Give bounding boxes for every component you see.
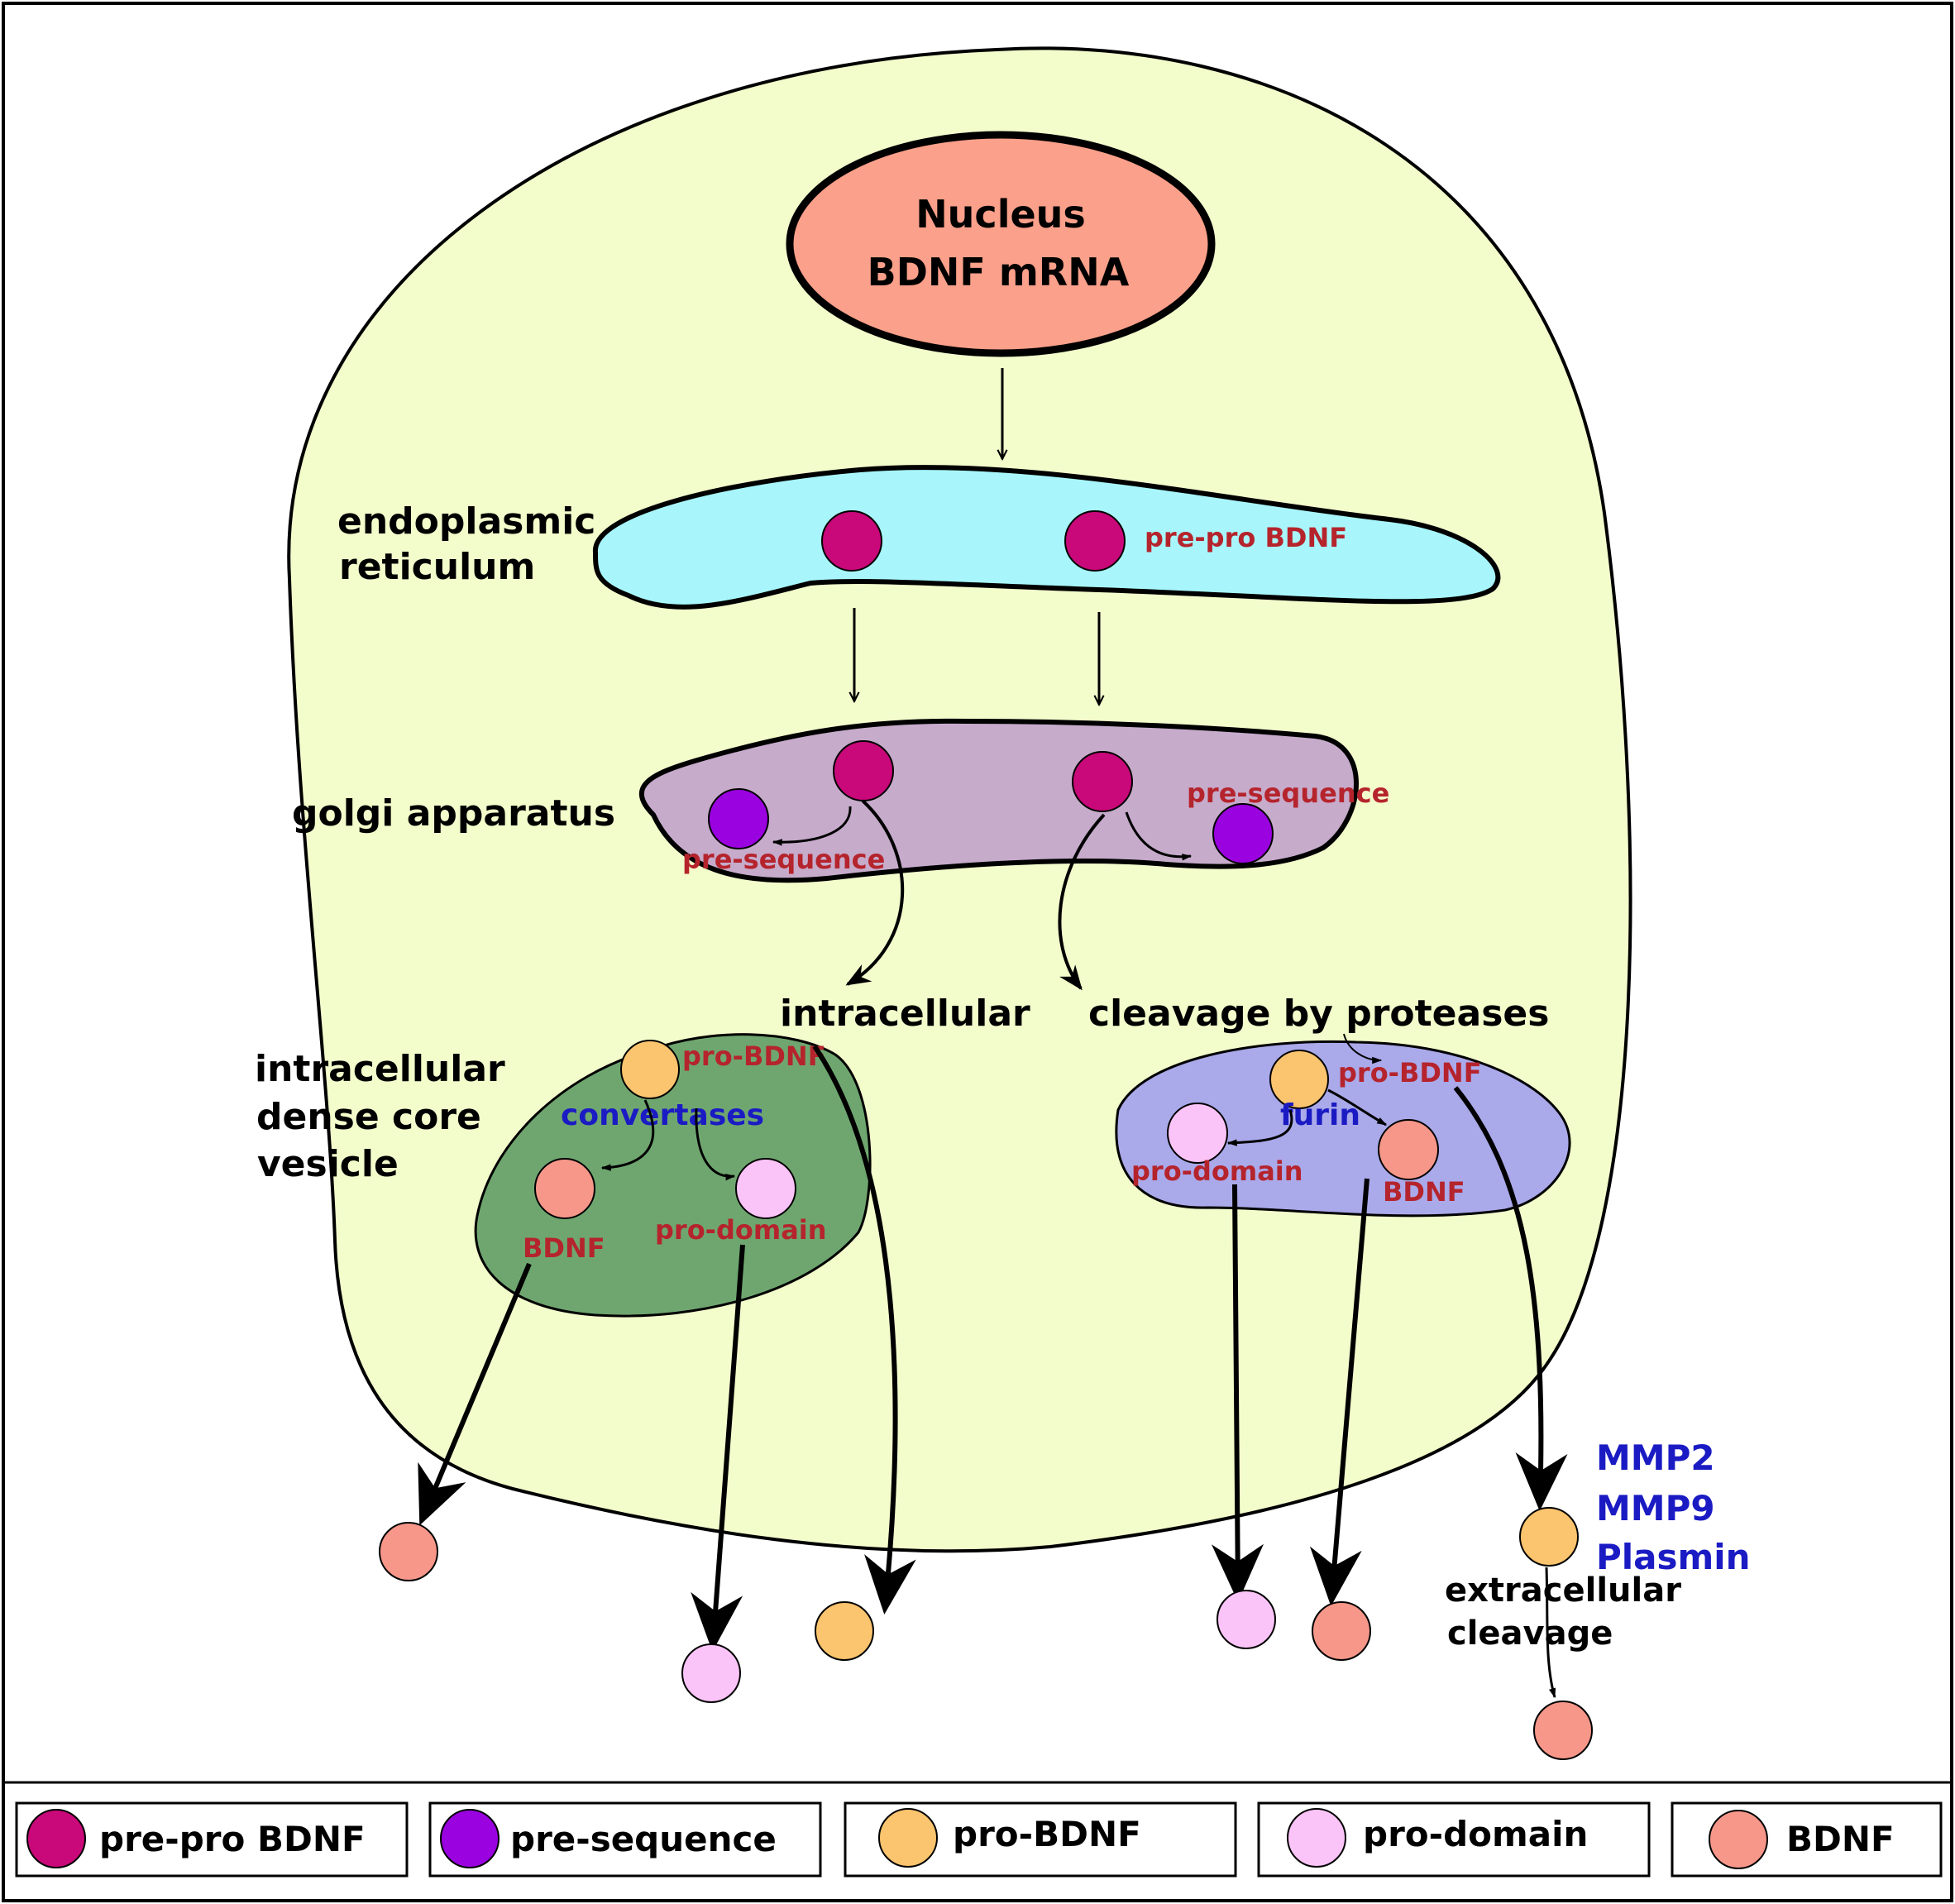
golgi-pre-pro-bdnf-left xyxy=(833,740,894,801)
legend-swatch-pro-bdnf xyxy=(878,1808,938,1868)
legend-swatch-pre-sequence xyxy=(440,1809,500,1868)
er-label-line2: reticulum xyxy=(339,546,535,588)
extracellular-pro-bdnf-1 xyxy=(815,1601,874,1661)
route-label-intracellular: intracellular xyxy=(780,993,1030,1035)
protease-vesicle xyxy=(1115,1040,1571,1218)
arrow-convertases-to-prodomain xyxy=(695,1107,736,1181)
arrow-furin-to-prodomain xyxy=(1226,1109,1293,1146)
extracellular-cleavage-line2: cleavage xyxy=(1447,1615,1613,1653)
dense-core-pro-label: pro-BDNF xyxy=(682,1041,826,1072)
legend-swatch-bdnf xyxy=(1709,1810,1768,1869)
legend-label-pro-domain: pro-domain xyxy=(1363,1814,1588,1854)
protease-bdnf-label: BDNF xyxy=(1383,1176,1465,1208)
arrow-protease-bdnf-secretion xyxy=(1309,1178,1369,1606)
arrow-golgi-right-to-presequence xyxy=(1125,811,1193,861)
golgi-pre-pro-bdnf-right xyxy=(1072,751,1133,812)
extracellular-cleavage-line1: extracellular xyxy=(1445,1572,1681,1610)
protease-enzyme: furin xyxy=(1280,1098,1360,1132)
legend: pre-pro BDNF pre-sequence pro-BDNF pro-d… xyxy=(15,1801,1943,1878)
legend-item-pre-pro-bdnf: pre-pro BDNF xyxy=(15,1801,409,1878)
legend-label-pre-sequence: pre-sequence xyxy=(510,1819,777,1859)
er-pre-pro-bdnf-2 xyxy=(1064,510,1126,572)
arrow-extracellular-cleavage xyxy=(1545,1567,1556,1699)
legend-item-pro-bdnf: pro-BDNF xyxy=(844,1801,1237,1878)
dense-core-label-line1: intracellular xyxy=(255,1048,505,1090)
arrow-furin-to-bdnf xyxy=(1327,1088,1388,1127)
dense-core-bdnf xyxy=(534,1158,595,1219)
dense-core-label-line2: dense core xyxy=(256,1096,481,1138)
legend-swatch-pre-pro-bdnf xyxy=(26,1809,86,1868)
dense-core-enzyme: convertases xyxy=(561,1098,764,1132)
extracellular-bdnf-1 xyxy=(379,1522,438,1581)
arrow-furin-to-probdnf-label xyxy=(1343,1033,1383,1064)
golgi-label: golgi apparatus xyxy=(292,792,615,835)
arrow-golgi-left-to-presequence xyxy=(772,806,852,846)
er-molecule-label: pre-pro BDNF xyxy=(1145,522,1347,553)
er-label-line1: endoplasmic xyxy=(337,500,595,543)
protease-pro-domain xyxy=(1167,1103,1228,1164)
arrow-golgi-to-proteases xyxy=(1058,813,1106,991)
nucleus xyxy=(786,131,1216,357)
legend-item-bdnf: BDNF xyxy=(1671,1801,1943,1878)
arrow-convertases-to-bdnf xyxy=(600,1099,655,1171)
protease-pro-label: pro-BDNF xyxy=(1338,1057,1482,1088)
legend-label-pre-pro-bdnf: pre-pro BDNF xyxy=(99,1819,366,1859)
protease-prodomain-label: pro-domain xyxy=(1131,1155,1303,1187)
dense-core-label-line3: vesicle xyxy=(257,1143,399,1185)
dense-core-pro-domain xyxy=(735,1158,796,1219)
extracellular-bdnf-3 xyxy=(1533,1701,1593,1760)
nucleus-title: Nucleus xyxy=(915,192,1086,237)
legend-item-pro-domain: pro-domain xyxy=(1257,1801,1651,1878)
golgi-left-product-label: pre-sequence xyxy=(682,844,885,875)
protease-pro-bdnf xyxy=(1269,1050,1329,1109)
arrow-golgi-to-intracellular xyxy=(845,799,905,986)
dense-core-prodomain-label: pro-domain xyxy=(655,1214,827,1246)
legend-item-pre-sequence: pre-sequence xyxy=(428,1801,822,1878)
extracellular-enzyme-2: MMP9 xyxy=(1596,1488,1715,1528)
endoplasmic-reticulum xyxy=(592,465,1501,610)
dense-core-vesicle xyxy=(474,1033,872,1318)
golgi-pre-sequence-left xyxy=(708,788,769,849)
er-pre-pro-bdnf-1 xyxy=(821,510,882,572)
legend-label-bdnf: BDNF xyxy=(1786,1819,1895,1859)
extracellular-bdnf-2 xyxy=(1312,1601,1371,1661)
extracellular-pro-domain-1 xyxy=(681,1643,741,1703)
golgi-apparatus xyxy=(639,718,1359,883)
legend-swatch-pro-domain xyxy=(1287,1808,1346,1868)
golgi-pre-sequence-right xyxy=(1212,803,1274,864)
legend-label-pro-bdnf: pro-BDNF xyxy=(953,1814,1141,1854)
extracellular-pro-domain-2 xyxy=(1216,1590,1276,1649)
nucleus-mrna-label: BDNF mRNA xyxy=(868,250,1130,294)
extracellular-pro-bdnf-2 xyxy=(1519,1507,1579,1567)
arrow-dense-prodomain-secretion xyxy=(691,1244,745,1652)
extracellular-enzyme-1: MMP2 xyxy=(1596,1438,1715,1478)
extracellular-enzyme-3: Plasmin xyxy=(1596,1537,1751,1577)
route-label-proteases: cleavage by proteases xyxy=(1088,993,1549,1035)
arrow-protease-prodomain-secretion xyxy=(1211,1184,1264,1602)
arrow-dense-probdnf-secretion xyxy=(812,1045,916,1615)
dense-core-bdnf-label: BDNF xyxy=(523,1232,605,1264)
golgi-right-product-label: pre-sequence xyxy=(1187,777,1389,809)
arrow-dense-bdnf-secretion xyxy=(418,1262,532,1526)
dense-core-pro-bdnf xyxy=(620,1040,680,1099)
protease-bdnf xyxy=(1378,1119,1439,1180)
arrow-protease-probdnf-secretion xyxy=(1453,1086,1568,1511)
